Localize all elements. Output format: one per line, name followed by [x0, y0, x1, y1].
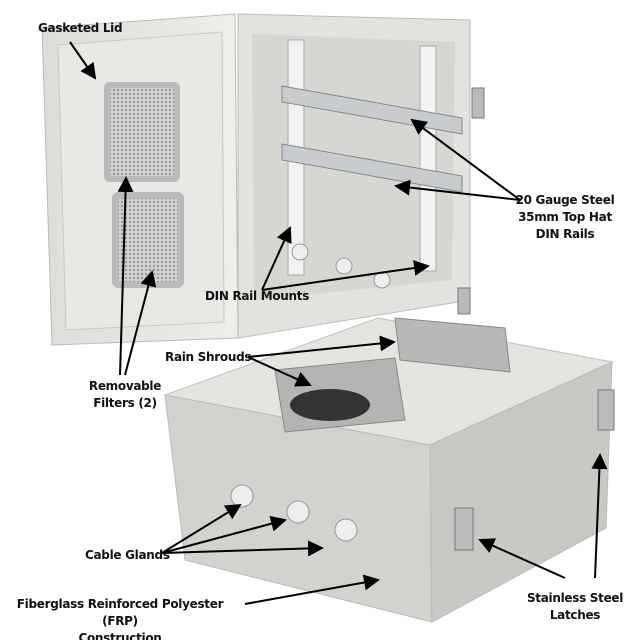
label-line: Stainless Steel	[526, 591, 624, 605]
label-line: 20 Gauge Steel	[515, 193, 615, 207]
label-line: Construction	[78, 631, 162, 640]
label-gasketed-lid: Gasketed Lid	[38, 21, 123, 35]
enclosure-body-open	[237, 13, 485, 339]
label-line: DIN Rails	[535, 227, 595, 241]
label-line: 35mm Top Hat	[518, 210, 612, 224]
label-line: Fiberglass Reinforced Polyester (FRP)	[16, 597, 224, 628]
label-latches: Stainless Steel Latches	[520, 590, 630, 624]
label-line: Removable	[88, 379, 162, 393]
enclosure-closed	[163, 317, 615, 623]
open-lid	[41, 13, 239, 346]
callout-arrows	[69, 41, 608, 605]
label-frp-construction: Fiberglass Reinforced Polyester (FRP) Co…	[0, 596, 240, 640]
label-cable-glands: Cable Glands	[85, 548, 170, 562]
label-line: Filters (2)	[93, 396, 157, 410]
label-removable-filters: Removable Filters (2)	[70, 378, 180, 412]
label-din-rail-mounts: DIN Rail Mounts	[205, 289, 310, 303]
label-line: Latches	[549, 608, 601, 622]
label-din-rails: 20 Gauge Steel 35mm Top Hat DIN Rails	[505, 192, 625, 243]
label-rain-shrouds: Rain Shrouds	[165, 350, 252, 364]
